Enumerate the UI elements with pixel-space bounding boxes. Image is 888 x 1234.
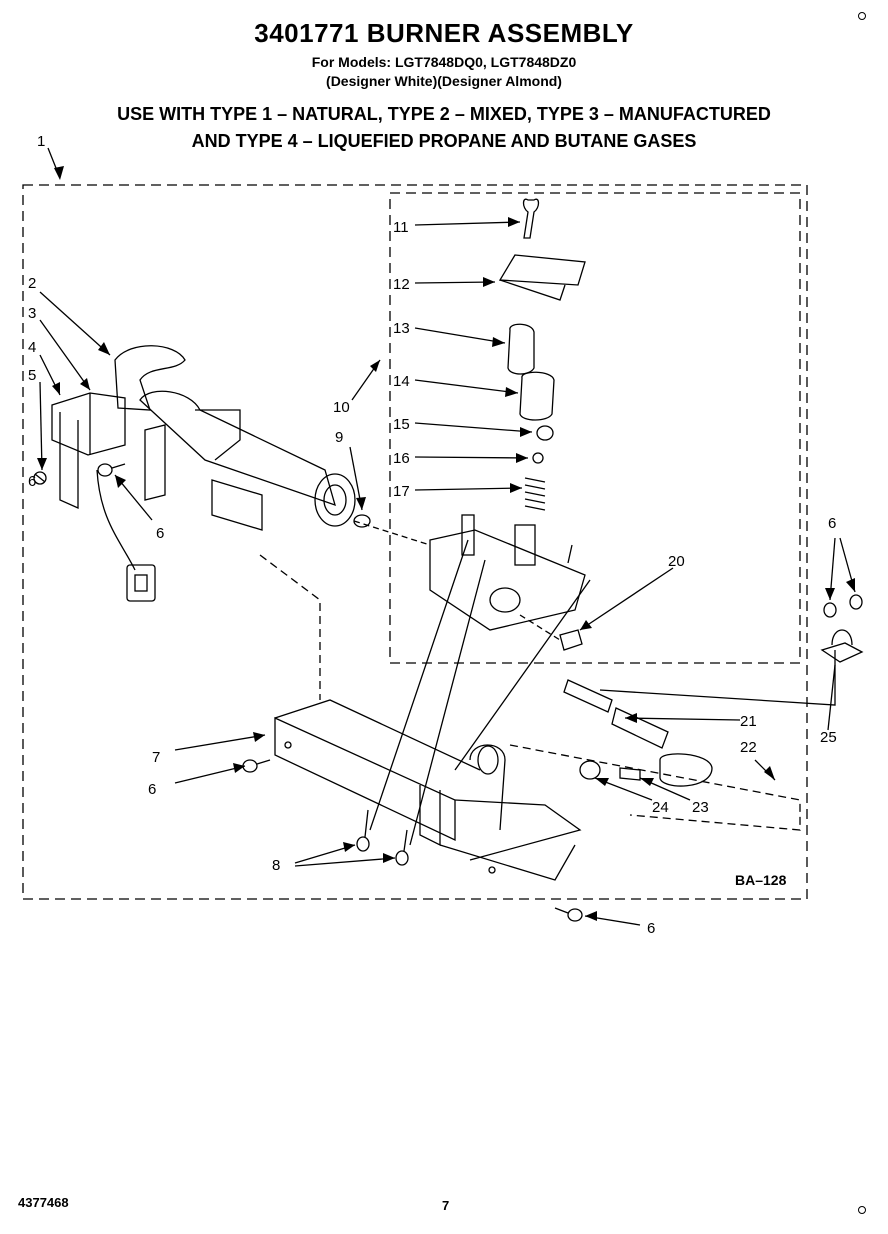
screw	[242, 759, 271, 773]
callout: 6	[28, 473, 36, 490]
callout: 6	[148, 781, 156, 798]
igniter-screw	[33, 471, 47, 485]
valve-subassembly-boundary	[389, 192, 801, 664]
callout: 6	[647, 920, 655, 937]
callout: 24	[652, 799, 669, 816]
callout: 14	[393, 373, 410, 390]
callout: 1	[37, 133, 45, 150]
callout: 4	[28, 339, 36, 356]
callout: 21	[740, 713, 757, 730]
igniter-bracket	[51, 392, 156, 602]
valve-stack	[429, 198, 586, 631]
callout: 23	[692, 799, 709, 816]
page-number: 7	[442, 1198, 450, 1213]
orifice	[353, 514, 431, 546]
screw	[823, 602, 837, 618]
models-line: For Models: LGT7848DQ0, LGT7848DZ0	[311, 54, 577, 70]
screw	[356, 809, 370, 852]
diagram-code: BA–128	[735, 872, 787, 888]
callout: 7	[152, 749, 160, 766]
callout: 20	[668, 553, 685, 570]
pipe-clamp	[820, 629, 864, 663]
callout: 17	[393, 483, 410, 500]
callout: 2	[28, 275, 36, 292]
callout: 11	[393, 219, 409, 236]
callout: 12	[393, 276, 410, 293]
finish-line: (Designer White)(Designer Almond)	[326, 73, 562, 89]
burner-base-bracket	[274, 699, 582, 881]
page-title: 3401771 BURNER ASSEMBLY	[254, 18, 634, 48]
assembly-boundary	[22, 184, 808, 900]
burner-tube	[114, 345, 356, 527]
registration-mark	[858, 1206, 866, 1214]
callout: 10	[333, 399, 350, 416]
registration-mark	[858, 12, 866, 20]
callout: 3	[28, 305, 36, 322]
gas-type-line-1: USE WITH TYPE 1 – NATURAL, TYPE 2 – MIXE…	[117, 104, 771, 124]
callout: 22	[740, 739, 757, 756]
screw	[395, 829, 409, 866]
callout: 16	[393, 450, 410, 467]
gas-tube-assembly	[563, 679, 713, 787]
callout: 9	[335, 429, 343, 446]
callout: 15	[393, 416, 410, 433]
callout: 6	[156, 525, 164, 542]
callout: 13	[393, 320, 410, 337]
screw	[849, 594, 863, 610]
callout: 25	[820, 729, 837, 746]
burner-mount-bracket	[144, 424, 263, 531]
callout: 8	[272, 857, 280, 874]
callout: 6	[828, 515, 836, 532]
gas-type-line-2: AND TYPE 4 – LIQUEFIED PROPANE AND BUTAN…	[191, 131, 697, 151]
pressure-fitting	[559, 629, 583, 651]
screw	[554, 907, 583, 922]
document-number: 4377468	[18, 1195, 69, 1210]
arrow-heads	[37, 166, 855, 921]
screw	[97, 463, 126, 477]
callout: 5	[28, 367, 36, 384]
